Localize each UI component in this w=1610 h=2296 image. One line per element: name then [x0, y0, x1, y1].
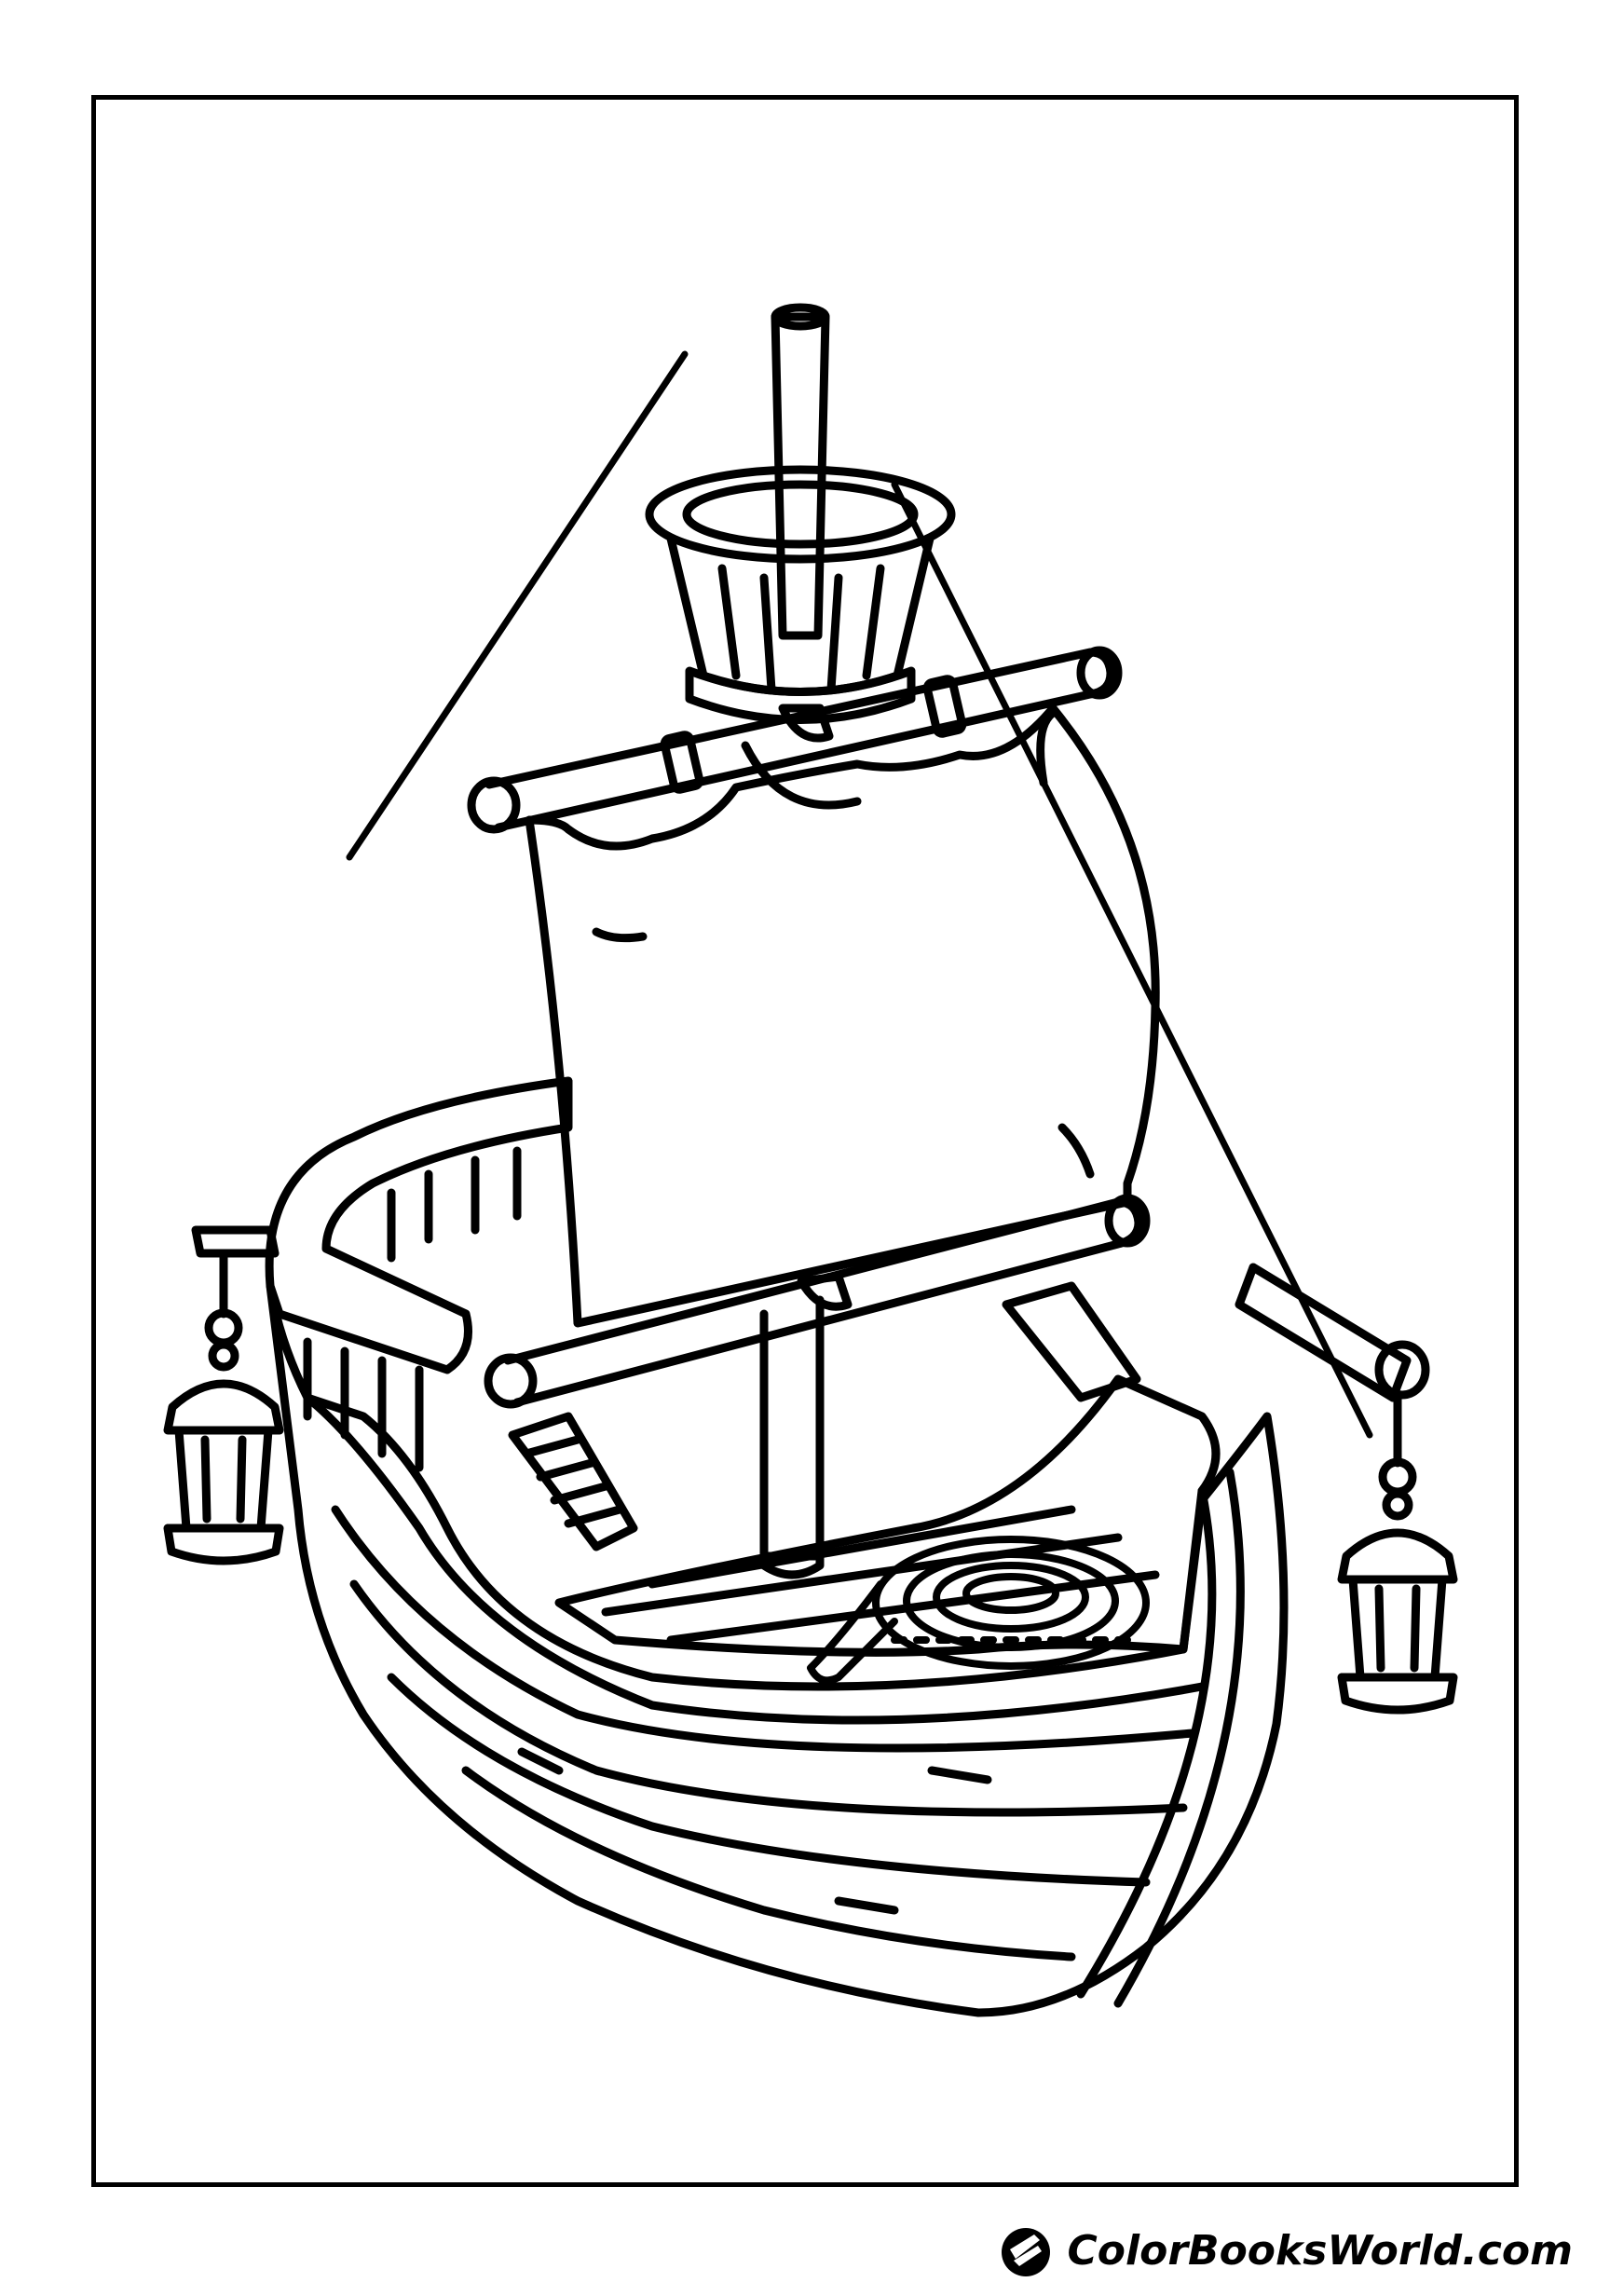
mast-top — [771, 303, 830, 640]
brand-watermark: ColorBooksWorld.com — [997, 2218, 1573, 2283]
paint-drop-icon — [1001, 2228, 1050, 2276]
rigging-lines — [346, 350, 1373, 1439]
top-yard — [467, 646, 1123, 834]
bottom-yard — [484, 1194, 1151, 1409]
main-sail — [525, 704, 1160, 1328]
ship-deck — [508, 1281, 1221, 1657]
stern-railing — [265, 1076, 573, 1472]
ship-hull — [266, 1281, 1289, 2017]
lower-mast — [759, 1295, 825, 1579]
brand-text: ColorBooksWorld.com — [1067, 2226, 1573, 2275]
left-lantern — [163, 1225, 284, 1565]
right-lantern — [1235, 1263, 1458, 1715]
rope-coil — [807, 1536, 1150, 1685]
crows-nest — [645, 465, 956, 724]
page-border — [91, 95, 1519, 2187]
